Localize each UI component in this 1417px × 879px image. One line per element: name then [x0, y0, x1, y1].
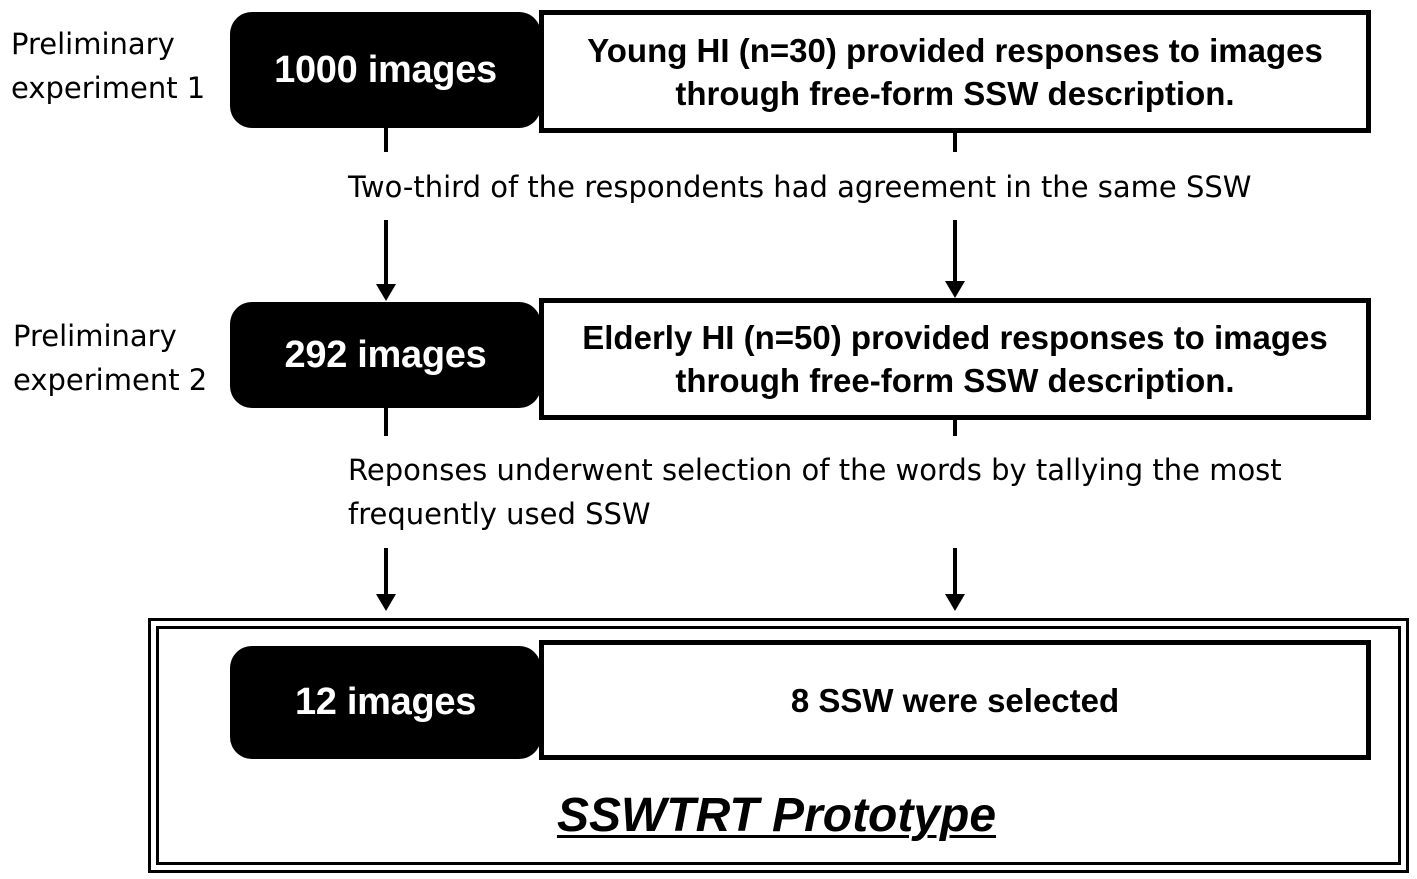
- stage-1-image-count: 1000 images: [230, 12, 541, 128]
- arrowhead-left-2: [376, 594, 396, 611]
- prototype-description: 8 SSW were selected: [539, 640, 1371, 760]
- stage-1-description: Young HI (n=30) provided responses to im…: [539, 10, 1371, 133]
- prototype-title: SSWTRT Prototype: [556, 789, 997, 842]
- arrowhead-right-2: [945, 594, 965, 611]
- stage-1-label: Preliminary experiment 1: [11, 27, 206, 105]
- arrowhead-right-1: [945, 281, 965, 298]
- stage-2-label: Preliminary experiment 2: [13, 319, 208, 397]
- note-agreement: Two-third of the respondents had agreeme…: [348, 170, 1252, 204]
- prototype-frame-outer: [148, 618, 1409, 873]
- arrowhead-left-1: [376, 284, 396, 301]
- prototype-image-count: 12 images: [230, 646, 541, 759]
- prototype-frame-inner: [156, 626, 1401, 865]
- stage-2-description: Elderly HI (n=50) provided responses to …: [539, 298, 1371, 420]
- stage-2-image-count: 292 images: [230, 302, 541, 408]
- note-word-selection: Reponses underwent selection of the word…: [348, 453, 1282, 531]
